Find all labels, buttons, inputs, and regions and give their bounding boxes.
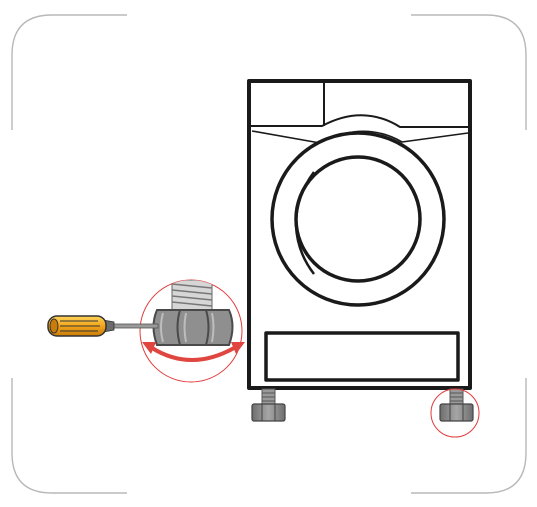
- zoom-detail: [139, 279, 245, 383]
- hex-nut-icon: [152, 309, 234, 346]
- door-glass: [294, 155, 422, 283]
- highlight-circle: [430, 388, 480, 438]
- screwdriver-icon: [47, 315, 159, 337]
- frame-corner-bottom-right: [411, 378, 527, 494]
- kick-plate: [264, 331, 460, 382]
- rotation-arrow-icon: [142, 342, 245, 362]
- frame-corner-bottom-left: [11, 378, 127, 494]
- frame-corners: [11, 14, 527, 494]
- frame-corner-top-right: [411, 14, 527, 130]
- washing-machine: [247, 79, 472, 390]
- leveling-foot-left: [251, 388, 286, 422]
- frame-corner-top-left: [11, 14, 127, 130]
- door-porthole: [270, 131, 446, 307]
- threaded-bolt-icon: [171, 280, 213, 311]
- leveling-foot-right: [439, 388, 474, 422]
